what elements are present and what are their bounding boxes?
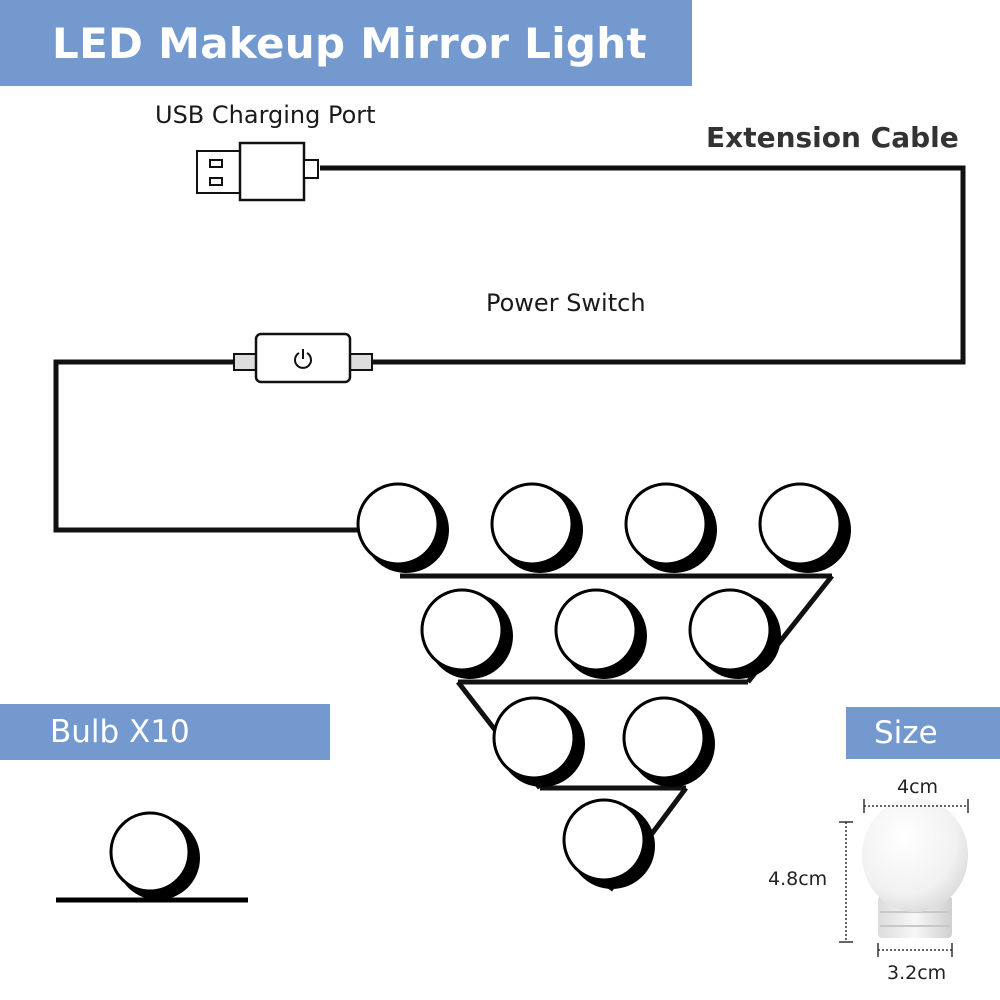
bulb-icon xyxy=(356,482,449,573)
power-icon xyxy=(294,349,312,369)
bulb-icon xyxy=(562,798,655,889)
extension-cable-label: Extension Cable xyxy=(706,121,959,154)
bulb-icon xyxy=(688,588,781,679)
power-switch xyxy=(233,332,373,384)
bulb-string-cable xyxy=(53,359,358,533)
bulb-count-banner: Bulb X10 xyxy=(0,704,330,760)
height-dimension: 4.8cm xyxy=(768,868,828,890)
bulb-icon xyxy=(624,482,717,573)
bulb-icon xyxy=(490,482,583,573)
usb-port-label: USB Charging Port xyxy=(155,101,376,129)
size-label: Size xyxy=(874,715,938,751)
bulb-count-label: Bulb X10 xyxy=(50,714,190,750)
dimension-lines xyxy=(839,799,969,957)
title-banner: LED Makeup Mirror Light xyxy=(0,0,692,86)
bulb-icon xyxy=(758,482,851,573)
bulb-icon xyxy=(554,588,647,679)
bulb-array xyxy=(356,482,851,889)
usb-plug-icon xyxy=(196,141,319,202)
bulb-photo xyxy=(862,798,968,938)
bulb-icon xyxy=(420,588,513,679)
bulb-icon xyxy=(492,696,585,787)
extension-cable xyxy=(320,165,966,365)
power-switch-label: Power Switch xyxy=(486,289,646,317)
size-banner: Size xyxy=(846,707,1000,759)
single-bulb-example xyxy=(56,811,248,903)
page-title: LED Makeup Mirror Light xyxy=(52,18,647,68)
bulb-icon xyxy=(622,696,715,787)
width-dimension: 4cm xyxy=(897,776,939,798)
base-width-dimension: 3.2cm xyxy=(887,962,947,984)
